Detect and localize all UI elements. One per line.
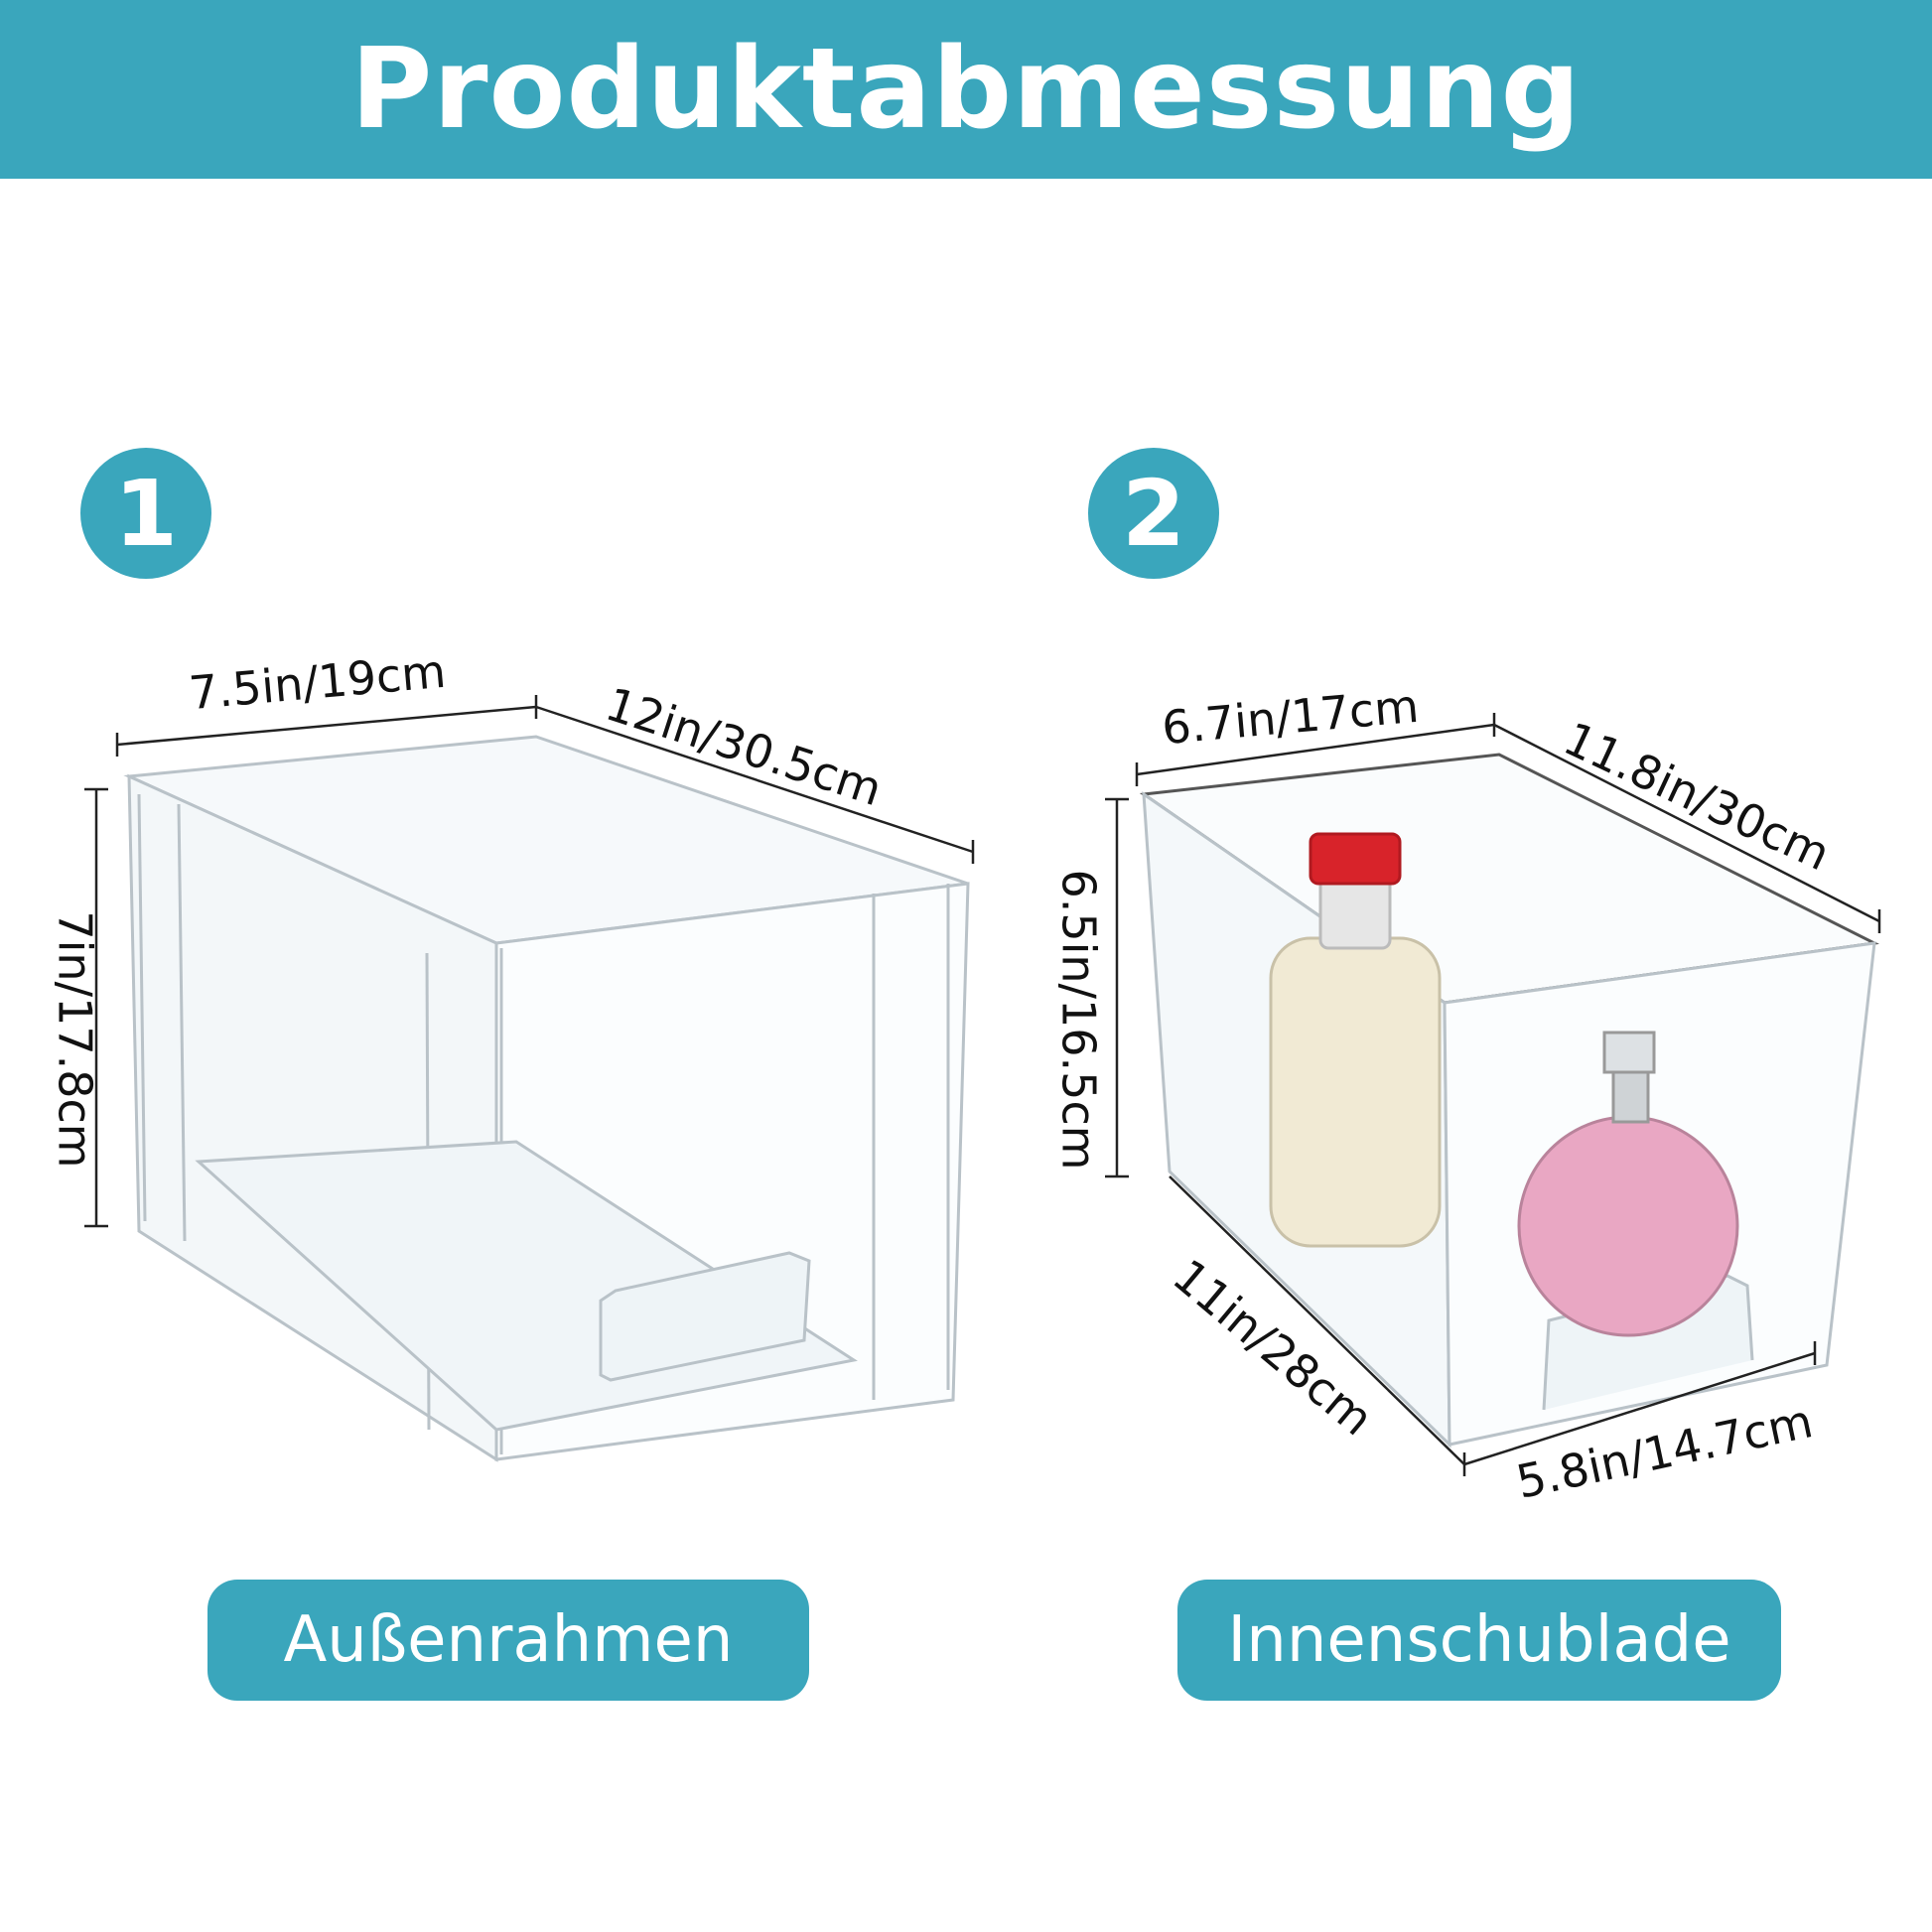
- outer-frame-dimension-lines: [84, 695, 975, 1228]
- step-2-badge: 2: [1088, 448, 1219, 579]
- inner-drawer-illustration: [1139, 753, 1879, 1449]
- step-1-badge: 1: [80, 448, 211, 579]
- page-title: Produktabmessung: [350, 25, 1582, 154]
- drawer-height-label: 6.5in/16.5cm: [1051, 869, 1106, 1171]
- outer-frame-illustration: [123, 735, 970, 1462]
- header-banner: [0, 0, 1932, 179]
- outer-height-label: 7in/17.8cm: [48, 910, 102, 1169]
- inner-drawer-dimension-lines: [1105, 713, 1881, 1476]
- outer-frame-label: Außenrahmen: [207, 1580, 809, 1701]
- inner-drawer-label: Innenschublade: [1177, 1580, 1781, 1701]
